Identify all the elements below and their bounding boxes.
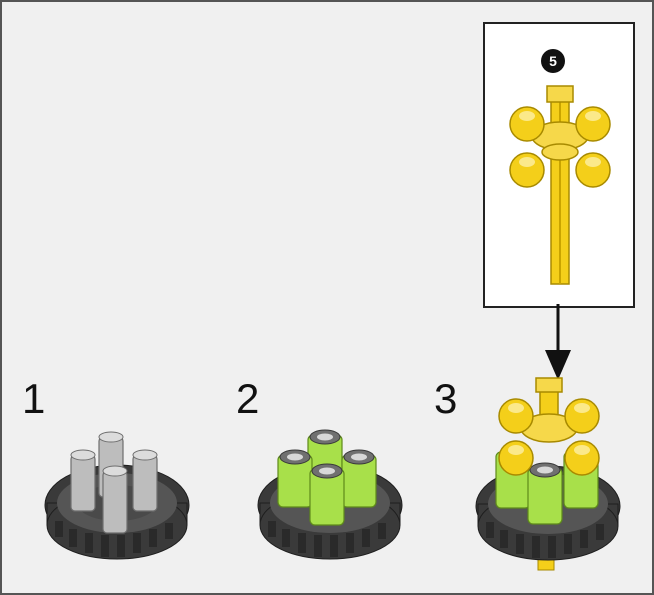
down-arrow-icon: [545, 304, 571, 380]
step-2-gear-with-green-bushes-image: [257, 429, 403, 560]
step-number-1: 1: [22, 375, 46, 422]
yellow-axle-subassembly-image: [509, 85, 611, 285]
step-1-gear-with-gray-pegs-image: [44, 431, 190, 560]
step-number-3: 3: [434, 375, 458, 422]
step-3-gear-with-yellow-subassembly-image: [475, 377, 621, 571]
callout-step-badge: 5: [541, 49, 565, 73]
subassembly-callout: 5: [483, 22, 635, 308]
step-number-2: 2: [236, 375, 260, 422]
